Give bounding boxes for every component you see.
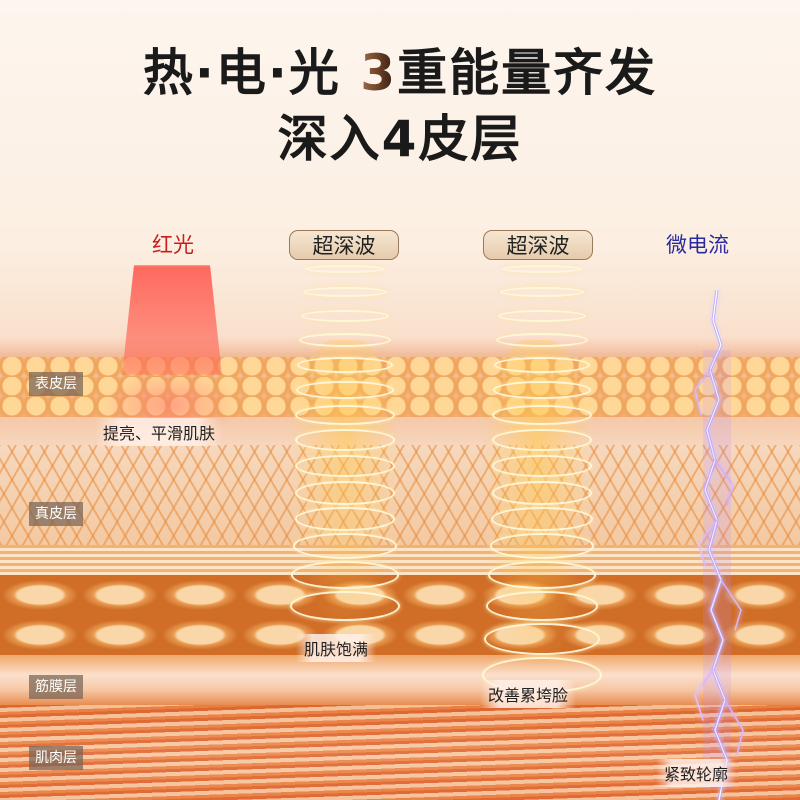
headline: 热·电·光 3重能量齐发 深入4皮层 — [0, 42, 800, 170]
microcurrent-lightning-icon — [694, 290, 744, 800]
headline-accent-number: 3 — [360, 44, 398, 102]
effect-callout-brighten: 提亮、平滑肌肤 — [95, 418, 224, 446]
layer-tag-epidermis: 表皮层 — [29, 372, 83, 396]
headline-line-1: 热·电·光 3重能量齐发 — [0, 42, 800, 104]
effect-callout-sagging: 改善累垮脸 — [480, 680, 577, 708]
energy-label-ultrasound-1: 超深波 — [289, 230, 399, 260]
layer-tag-dermis: 真皮层 — [29, 502, 83, 526]
energy-label-red-light: 红光 — [152, 233, 194, 257]
energy-label-ultrasound-2: 超深波 — [483, 230, 593, 260]
headline-line-2: 深入4皮层 — [277, 110, 523, 168]
layer-tag-fascia: 筋膜层 — [29, 675, 83, 699]
effect-callout-plump: 肌肤饱满 — [296, 634, 377, 662]
fascia-band — [0, 655, 800, 705]
subcutaneous-fibers — [0, 545, 800, 575]
headline-prefix: 热·电·光 — [142, 44, 361, 102]
layer-tag-muscle: 肌肉层 — [29, 746, 83, 770]
effect-callout-contour: 紧致轮廓 — [656, 759, 737, 787]
dermis-band — [0, 445, 800, 545]
headline-suffix: 重能量齐发 — [397, 44, 658, 102]
fat-cells-band — [0, 575, 800, 655]
energy-label-microcurrent: 微电流 — [666, 233, 729, 257]
ultrasound-coil-2 — [482, 265, 602, 705]
ultrasound-coil-1 — [290, 265, 400, 665]
red-light-beam — [122, 265, 222, 375]
